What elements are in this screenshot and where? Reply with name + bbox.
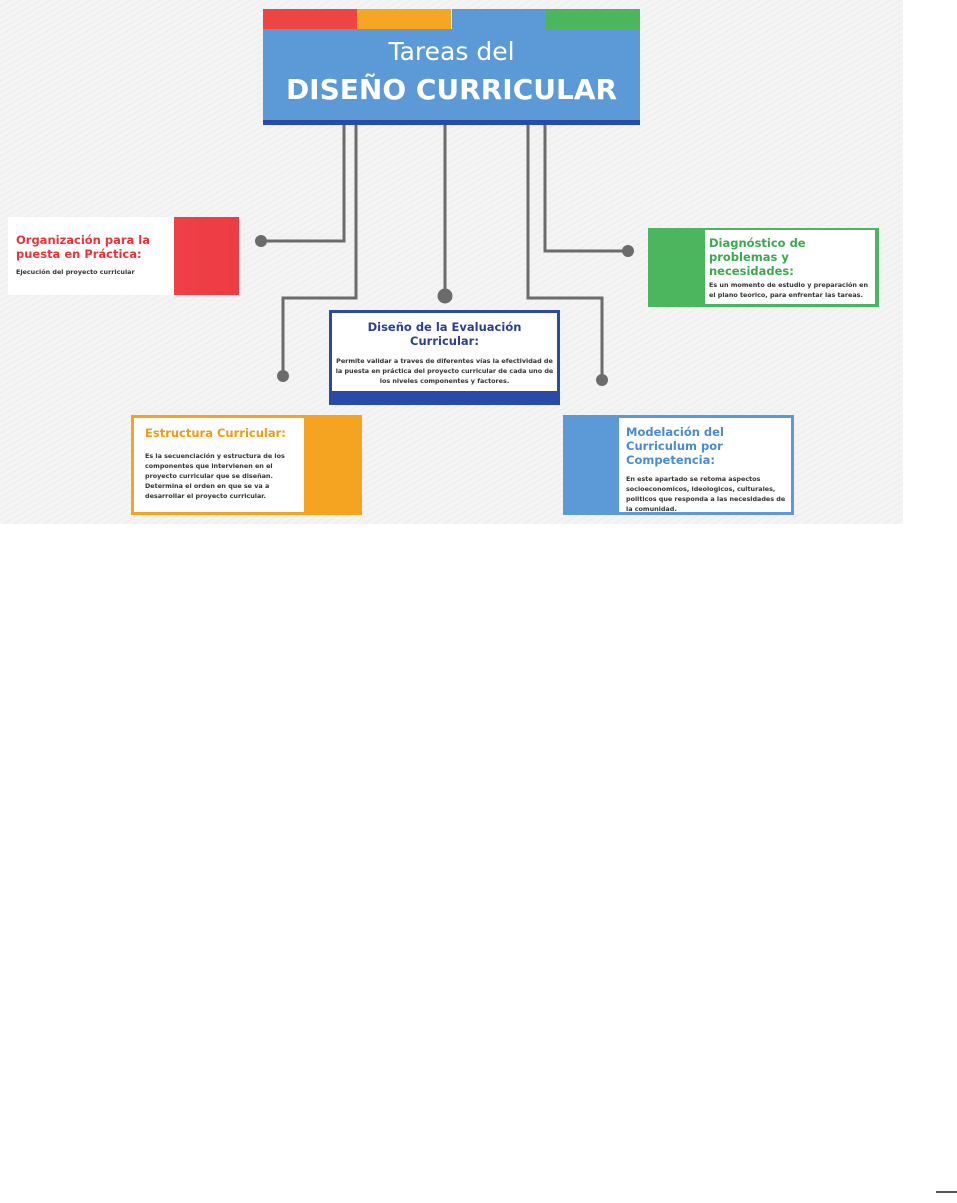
color-stripe-orange <box>357 9 451 29</box>
card-modelacion-body: En este apartado se retoma aspectos soci… <box>626 475 786 513</box>
card-evaluacion-body: Permite validar a traves de diferentes v… <box>335 357 554 385</box>
curriculum-design-infographic: Tareas del DISEÑO CURRICULAR Organizació… <box>0 0 903 524</box>
card-diagnostico-content: Diagnóstico de problemas y necesidades: … <box>705 230 875 304</box>
connector-lines <box>255 125 634 386</box>
card-evaluacion-title: Diseño de la Evaluación Curricular: <box>367 320 522 348</box>
color-stripe-green <box>546 9 640 29</box>
node-dot-evaluacion <box>437 288 453 304</box>
card-modelacion-title: Modelación del Curriculum por Competenci… <box>626 425 724 467</box>
card-diagnostico: Diagnóstico de problemas y necesidades: … <box>648 228 879 307</box>
card-estructura-title: Estructura Curricular: <box>145 426 286 440</box>
card-evaluacion: Diseño de la Evaluación Curricular: Perm… <box>329 310 560 405</box>
connector-modelacion <box>526 125 604 380</box>
node-dot-modelacion <box>596 374 608 386</box>
connector-diagnostico <box>543 125 628 253</box>
connector-estructura <box>281 125 358 376</box>
card-estructura-content: Estructura Curricular: Es la secuenciaci… <box>134 418 304 512</box>
card-organizacion-title: Organización para la puesta en Práctica: <box>16 233 151 261</box>
card-diagnostico-title: Diagnóstico de problemas y necesidades: <box>709 236 806 278</box>
title-line-2: DISEÑO CURRICULAR <box>285 73 618 106</box>
card-modelacion: Modelación del Curriculum por Competenci… <box>563 415 794 515</box>
node-dot-estructura <box>277 370 289 382</box>
title-box: Tareas del DISEÑO CURRICULAR <box>263 29 640 125</box>
corner-widget[interactable] <box>936 1191 957 1203</box>
card-modelacion-content: Modelación del Curriculum por Competenci… <box>619 418 791 513</box>
card-organizacion-body: Ejecución del proyecto curricular <box>16 268 135 276</box>
card-estructura-body: Es la secuenciación y estructura de los … <box>145 452 285 500</box>
card-diagnostico-body: Es un momento de estudio y preparación e… <box>709 281 869 299</box>
color-stripe-blue <box>452 9 546 29</box>
card-evaluacion-content: Diseño de la Evaluación Curricular: Perm… <box>332 313 557 391</box>
card-organizacion-content: Organización para la puesta en Práctica:… <box>8 217 174 295</box>
node-dot-diagnostico <box>622 245 634 257</box>
title-line-1: Tareas del <box>388 37 515 66</box>
color-stripe-red <box>263 9 357 29</box>
card-organizacion: Organización para la puesta en Práctica:… <box>8 217 239 295</box>
node-dot-organizacion <box>255 235 267 247</box>
connector-organizacion <box>262 125 346 243</box>
card-estructura: Estructura Curricular: Es la secuenciaci… <box>131 415 362 515</box>
